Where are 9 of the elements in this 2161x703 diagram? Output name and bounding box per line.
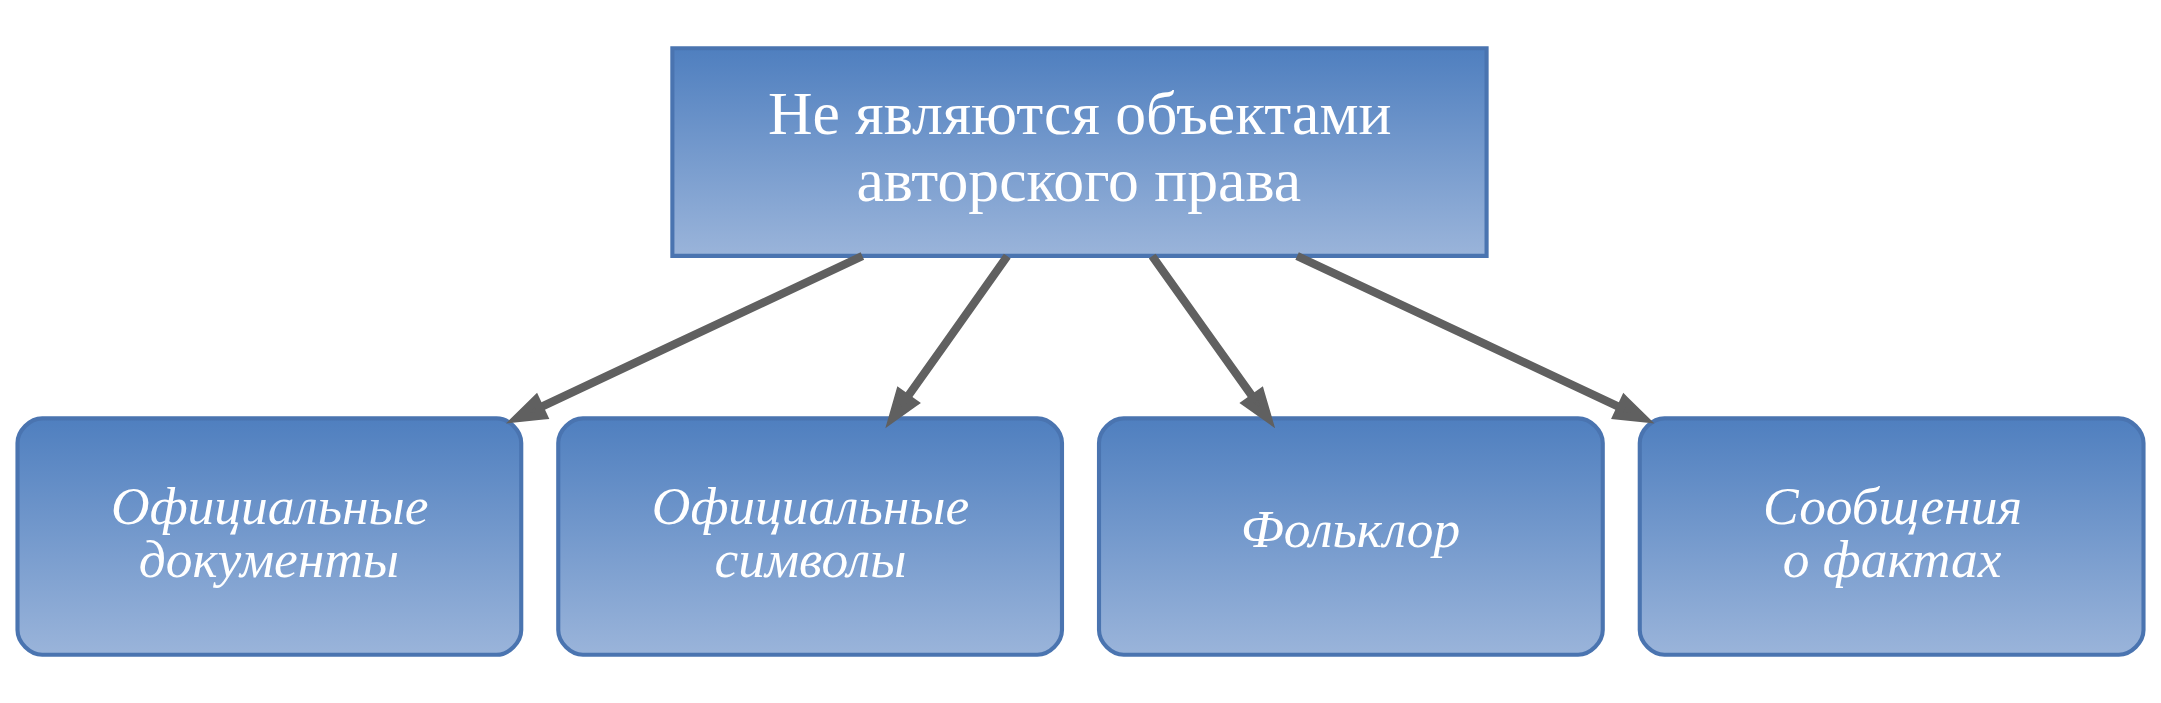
node-box: Фольклор — [1096, 416, 1605, 657]
node-box: Официальные символы — [556, 416, 1065, 657]
arrow — [885, 253, 1011, 429]
node-box: Сообщения о фактах — [1637, 416, 2146, 657]
arrow — [1148, 253, 1276, 429]
node-box: Не являются объектами авторского права — [670, 46, 1489, 258]
arrow — [505, 252, 865, 424]
node-box: Официальные документы — [15, 416, 524, 657]
arrow — [1295, 252, 1655, 424]
